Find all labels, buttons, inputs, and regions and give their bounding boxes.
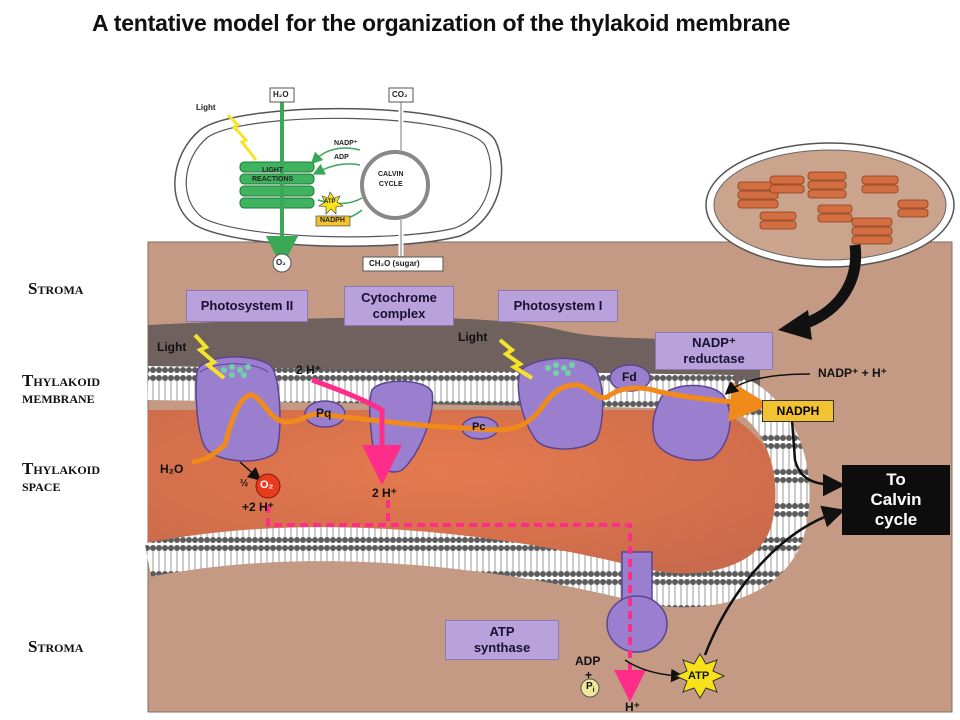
atp-synthase-protein (606, 551, 668, 653)
right-membrane (635, 376, 810, 608)
inset-lightning-icon (226, 113, 258, 161)
inset-atp-star-icon (318, 191, 344, 215)
inset-label-nadp: NADP⁺ (334, 140, 358, 147)
label-fd: Fd (622, 370, 637, 384)
lightning-ps1-icon (498, 338, 534, 380)
label-pi: Pi (586, 681, 595, 694)
inset-h2o-box (269, 87, 295, 103)
nadph-to-calvin-arrow (790, 419, 846, 497)
label-2h-top: 2 H⁺ (296, 363, 322, 377)
label-light-ps1: Light (458, 330, 488, 344)
label-thylakoid-membrane: Thylakoid membrane (22, 371, 101, 407)
label-h-bottom: H⁺ (625, 700, 640, 714)
proton-path-dashed (266, 505, 646, 702)
inset-chloroplast (174, 87, 503, 273)
water-arrow (239, 461, 262, 481)
label-water: H₂O (160, 462, 184, 476)
chloroplast-oval (705, 142, 955, 268)
nadph-badge: NADPH (762, 400, 834, 422)
pi-circle (580, 678, 600, 698)
nadp-reductase-protein (652, 384, 731, 462)
electron-path (191, 381, 770, 465)
inset-label-o2: O₂ (276, 258, 286, 267)
label-stroma-bottom: Stroma (28, 637, 84, 656)
atp-to-calvin-arrow (703, 505, 846, 656)
inset-o2-circle (272, 253, 292, 273)
fd-carrier (609, 364, 651, 392)
box-photosystem-i: Photosystem I (498, 290, 618, 322)
box-nadp-reductase: NADP⁺reductase (655, 332, 773, 370)
zoom-arrow (798, 244, 862, 331)
atp-star-icon (674, 653, 726, 699)
bottom-membrane (144, 527, 645, 602)
diagram-title: A tentative model for the organization o… (92, 10, 791, 36)
inset-nadph-tag (315, 215, 351, 227)
label-plus-2h: +2 H⁺ (242, 500, 275, 514)
label-pq: Pq (316, 406, 332, 420)
inset-label-adp: ADP (334, 154, 349, 161)
lightning-ps2-icon (193, 333, 226, 380)
nadp-in-arrow (724, 373, 811, 395)
label-stroma-top: Stroma (28, 279, 84, 298)
label-plus: + (585, 668, 593, 682)
zoom-arrow-head-icon (778, 310, 812, 340)
label-atp: ATP (688, 670, 710, 682)
inset-label-h2o: H₂O (273, 90, 289, 99)
label-o2: O₂ (260, 479, 274, 491)
inset-co2-box (388, 87, 414, 103)
label-nadp-plus-h: NADP⁺ + H⁺ (818, 366, 888, 380)
label-pc: Pc (472, 421, 486, 433)
calvin-cycle-circle (360, 150, 430, 220)
inset-label-nadph: NADPH (320, 217, 345, 224)
inset-label-atp: ATP (324, 199, 336, 205)
inset-label-co2: CO₂ (392, 90, 408, 99)
label-adp: ADP (575, 654, 601, 668)
inset-sugar-box (362, 256, 444, 272)
label-2h-mid: 2 H⁺ (372, 486, 398, 500)
label-half: ½ (240, 478, 249, 489)
label-light-ps2: Light (157, 340, 187, 354)
label-thylakoid-space: Thylakoid space (22, 459, 101, 495)
proton-path-top (311, 377, 402, 485)
light-reactions-grana (239, 161, 315, 209)
o2-circle (255, 473, 281, 499)
adp-to-atp-arrow (624, 659, 685, 683)
inset-label-light: Light (196, 103, 216, 112)
inset-label-sugar: CH₂O (sugar) (369, 259, 420, 268)
box-photosystem-ii: Photosystem II (186, 290, 308, 322)
